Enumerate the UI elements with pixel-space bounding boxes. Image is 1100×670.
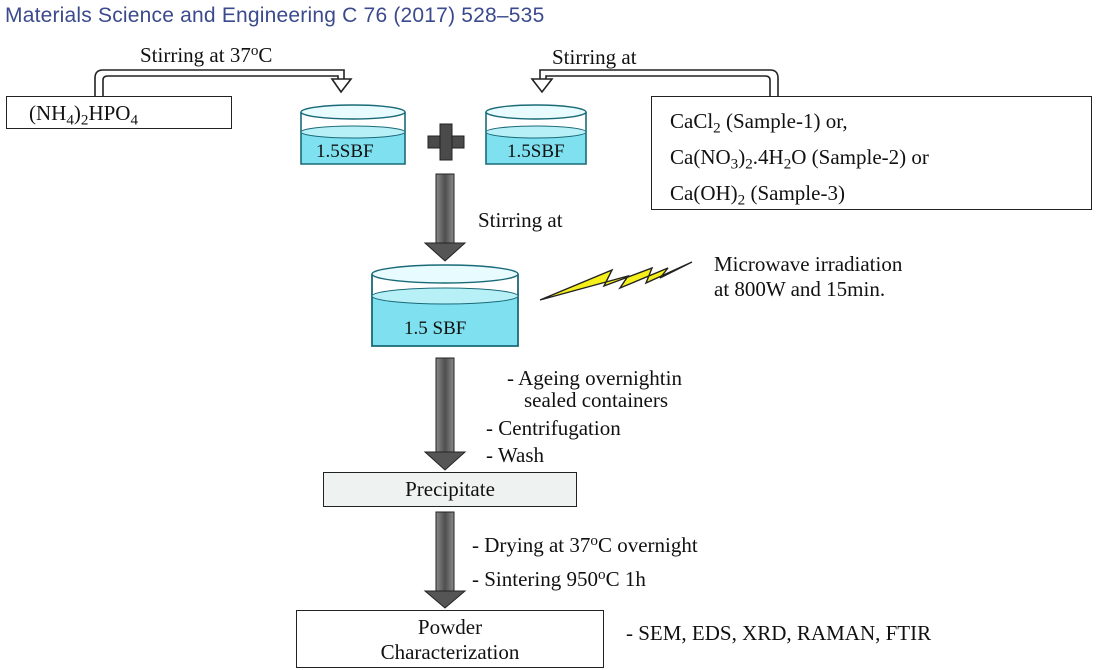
calcium-source-2: Ca(NO3)2.4H2O (Sample-2) or (670, 145, 929, 173)
down-arrow-2 (423, 357, 467, 471)
calcium-source-box: CaCl2 (Sample-1) or, Ca(NO3)2.4H2O (Samp… (651, 96, 1092, 210)
stirring-label-top-right: Stirring at (552, 45, 637, 69)
calcium-source-3: Ca(OH)2 (Sample-3) (670, 181, 845, 209)
curved-arrow-right (530, 69, 779, 96)
step-wash: - Wash (486, 443, 544, 467)
powder-characterization-box: Powder Characterization (296, 610, 604, 668)
step-centrifugation: - Centrifugation (486, 416, 621, 440)
calcium-source-1: CaCl2 (Sample-1) or, (670, 109, 848, 137)
step-ageing: - Ageing overnightin (507, 366, 682, 390)
beaker-right (485, 104, 587, 165)
beaker-large (371, 264, 519, 347)
down-arrow-3 (423, 511, 467, 609)
plus-icon (427, 123, 465, 161)
characterization-techniques: - SEM, EDS, XRD, RAMAN, FTIR (626, 621, 932, 645)
stirring-label-top-left: Stirring at 37oC (140, 43, 273, 67)
stirring-label-mid: Stirring at (478, 208, 563, 232)
microwave-label: Microwave irradiation at 800W and 15min. (714, 252, 903, 301)
reagent-box-nh4hpo4: (NH4)2HPO4 (6, 96, 232, 129)
beaker-large-label: 1.5 SBF (404, 318, 467, 339)
curved-arrow-left (94, 69, 353, 96)
precipitate-box: Precipitate (323, 472, 577, 507)
lightning-bolt-icon (539, 261, 693, 301)
step-sintering: - Sintering 950oC 1h (472, 567, 646, 591)
step-ageing-cont: sealed containers (524, 388, 669, 412)
beaker-right-label: 1.5SBF (507, 141, 565, 162)
journal-reference: Materials Science and Engineering C 76 (… (5, 4, 545, 27)
beaker-left (300, 104, 406, 165)
down-arrow-1 (423, 173, 467, 262)
step-drying: - Drying at 37oC overnight (472, 533, 698, 557)
beaker-left-label: 1.5SBF (316, 141, 374, 162)
